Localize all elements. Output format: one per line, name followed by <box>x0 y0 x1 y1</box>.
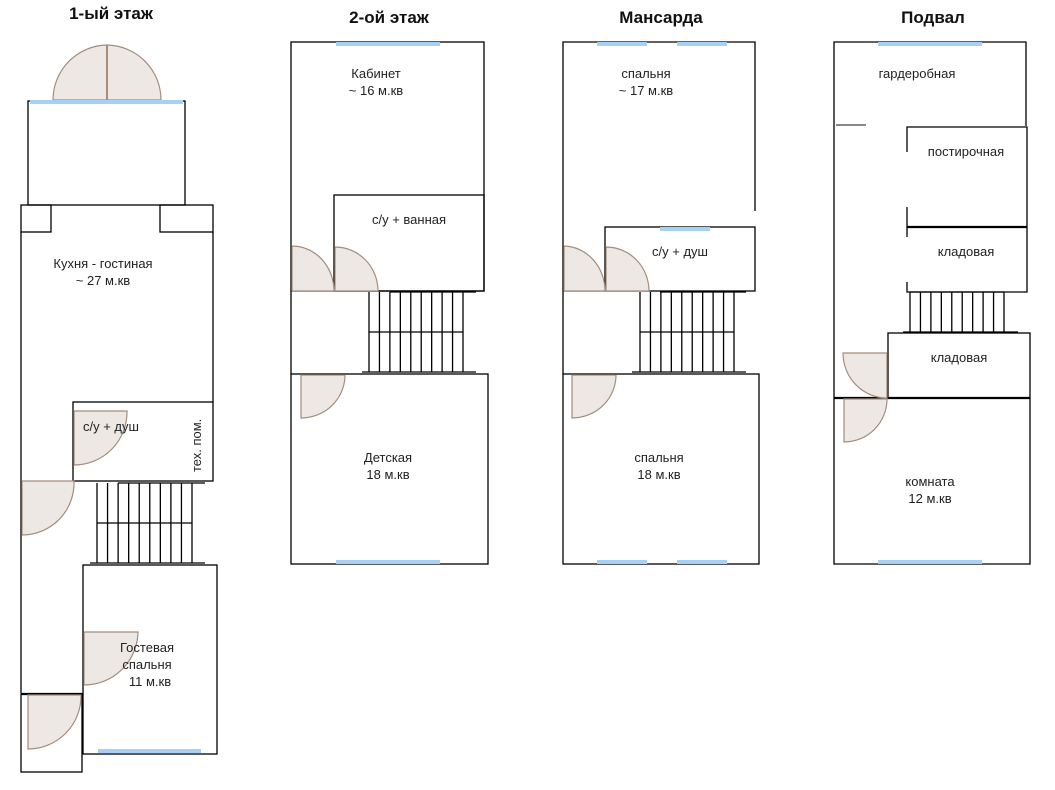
room-guest-bedroom-area: 11 м.кв <box>129 674 171 689</box>
room-wardrobe-name: гардеробная <box>879 66 956 81</box>
room-guest-bedroom-walls <box>82 564 218 755</box>
room-bedroom2-name: спальня <box>634 450 683 465</box>
corridor-door <box>21 480 75 536</box>
column-right <box>159 204 214 233</box>
small-room-door <box>27 694 82 750</box>
small-room-walls <box>20 693 83 773</box>
shower-door <box>605 246 650 292</box>
room-kitchen-living-area: ~ 27 м.кв <box>76 273 131 288</box>
bathroom-door <box>73 410 128 466</box>
room-guest-bedroom-name2: спальня <box>122 657 171 672</box>
column-left <box>20 204 52 233</box>
bath-door <box>334 246 379 292</box>
room-bedroom-name: спальня <box>621 66 670 81</box>
room-bath-name: с/у + ванная <box>372 212 446 227</box>
room-room-name: комната <box>905 474 955 489</box>
room-office-name: Кабинет <box>351 66 400 81</box>
office-door <box>291 245 335 292</box>
room-storage1-name: кладовая <box>938 244 995 259</box>
floor-mansard: Мансарда спальня ~ 17 м.кв с/у + душ спа… <box>562 8 760 565</box>
room-kitchen-living-name: Кухня - гостиная <box>53 256 152 271</box>
room-door <box>843 398 888 443</box>
bedroom-door <box>563 245 606 292</box>
room-guest-bedroom-name: Гостевая <box>120 640 174 655</box>
room-office-area: ~ 16 м.кв <box>349 83 404 98</box>
room-shower-name: с/у + душ <box>652 244 708 259</box>
floor-mansard-title: Мансарда <box>619 8 703 27</box>
guest-bedroom-door <box>83 631 139 686</box>
floor-1-title: 1-ый этаж <box>69 4 154 23</box>
room-tech-name: тех. пом. <box>189 419 204 472</box>
floor-basement: Подвал гардеробная постирочная кладовая … <box>833 8 1031 565</box>
room-bathroom-name: с/у + душ <box>83 419 139 434</box>
room-bathroom-walls <box>72 401 214 482</box>
room-bedroom2-area: 18 м.кв <box>637 467 680 482</box>
staircase <box>90 482 205 564</box>
floor-2: 2-ой этаж Кабинет ~ 16 м.кв с/у + ванная… <box>290 8 489 565</box>
vestibule-walls <box>27 100 186 206</box>
room-bath-walls <box>333 194 485 292</box>
room-room-area: 12 м.кв <box>908 491 951 506</box>
storage-door <box>842 352 888 399</box>
floor-2-title: 2-ой этаж <box>349 8 430 27</box>
staircase <box>903 291 1018 333</box>
room-bedroom-area: ~ 17 м.кв <box>619 83 674 98</box>
room-kids-name: Детская <box>364 450 412 465</box>
room-storage2-walls <box>887 332 1031 399</box>
room-storage2-name: кладовая <box>931 350 988 365</box>
kids-door <box>300 374 346 419</box>
floor-basement-title: Подвал <box>901 8 965 27</box>
outer-walls <box>833 41 1031 565</box>
entrance-double-door <box>52 44 162 101</box>
room-bedroom2-walls <box>562 373 760 565</box>
bedroom2-door <box>571 374 617 419</box>
staircase <box>632 291 746 373</box>
floor-1: 1-ый этаж Кухня - гостиная ~ 27 м.кв с/у… <box>20 4 218 773</box>
room-laundry-name: постирочная <box>928 144 1004 159</box>
room-kids-area: 18 м.кв <box>366 467 409 482</box>
room-laundry-walls <box>906 126 1028 293</box>
staircase <box>362 291 476 373</box>
upper-block-walls <box>562 41 756 291</box>
